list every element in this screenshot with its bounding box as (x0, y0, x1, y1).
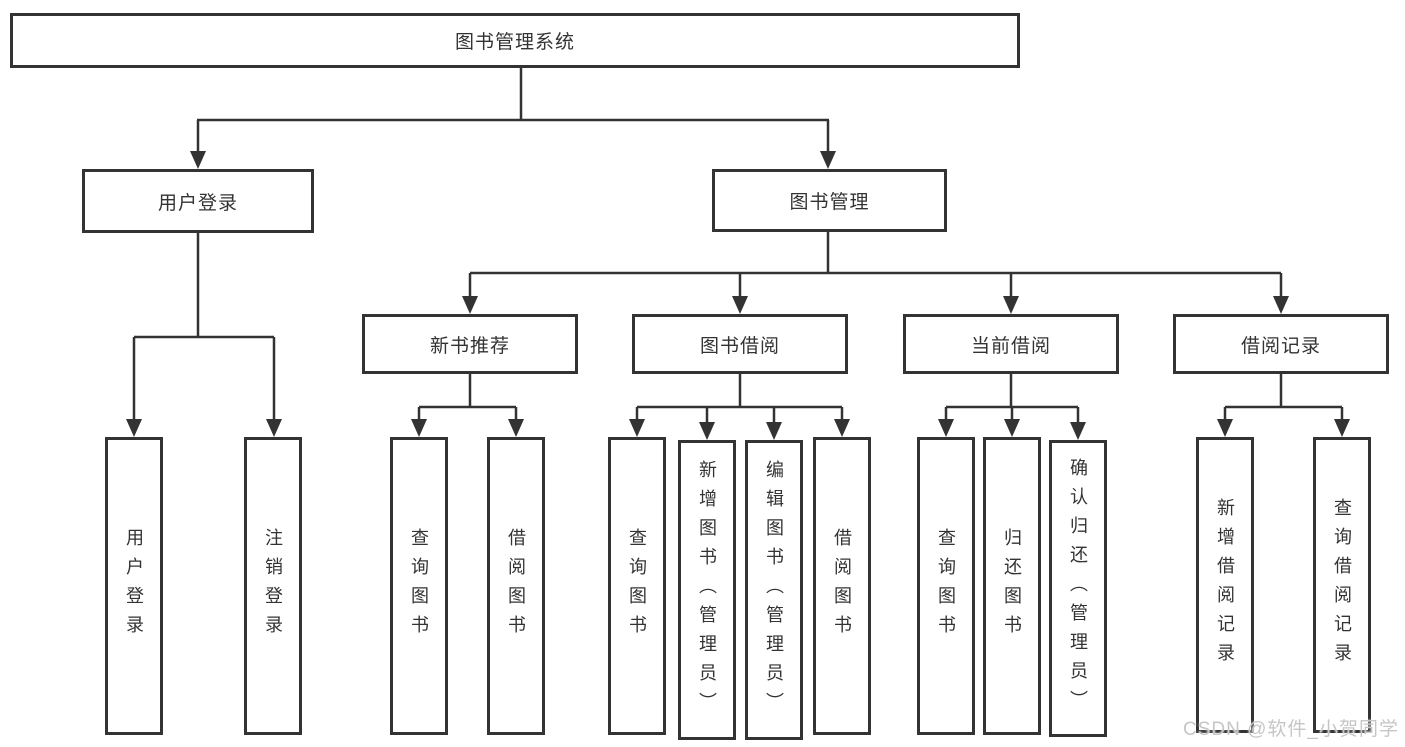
node-current-borrow-label: 当前借阅 (970, 335, 1051, 357)
node-current-borrow: 当前借阅 (903, 314, 1119, 374)
leaf-label: 归还图书 (1002, 528, 1022, 644)
leaf-user-login: 用户登录 (105, 437, 163, 735)
leaf-label: 用户登录 (124, 528, 144, 644)
node-book-borrow-label: 图书借阅 (699, 335, 780, 357)
leaf-borrow-books: 借阅图书 (813, 437, 871, 735)
leaf-label: 查询图书 (627, 528, 647, 644)
node-borrow-records-label: 借阅记录 (1240, 335, 1321, 357)
leaf-label: 新增借阅记录 (1215, 498, 1235, 672)
leaf-label: 查询借阅记录 (1332, 498, 1352, 672)
leaf-query-borrow-record: 查询借阅记录 (1313, 437, 1371, 733)
leaf-query-books-current: 查询图书 (917, 437, 975, 735)
leaf-label: 查询图书 (409, 528, 429, 644)
node-book-borrow: 图书借阅 (632, 314, 848, 374)
node-user-login: 用户登录 (82, 169, 314, 233)
node-root-label: 图书管理系统 (454, 32, 575, 53)
leaf-label: 借阅图书 (506, 528, 526, 644)
leaf-label: 编辑图书（管理员） (764, 459, 784, 721)
leaf-borrow-books-recommend: 借阅图书 (487, 437, 545, 735)
node-book-mgmt: 图书管理 (712, 169, 947, 232)
leaf-label: 新增图书（管理员） (697, 459, 717, 721)
leaf-return-books: 归还图书 (983, 437, 1041, 735)
leaf-logout: 注销登录 (244, 437, 302, 735)
leaf-add-borrow-record: 新增借阅记录 (1196, 437, 1254, 733)
leaf-label: 注销登录 (263, 528, 283, 644)
node-new-book-recommend: 新书推荐 (362, 314, 578, 374)
leaf-add-books-admin: 新增图书（管理员） (678, 440, 736, 740)
connector-segments (132, 68, 1344, 427)
csdn-watermark: CSDN @软件_小贺同学 (1183, 719, 1399, 740)
node-borrow-records: 借阅记录 (1173, 314, 1389, 374)
leaf-confirm-return-admin: 确认归还（管理员） (1049, 440, 1107, 737)
node-user-login-label: 用户登录 (157, 192, 238, 214)
leaf-edit-books-admin: 编辑图书（管理员） (745, 440, 803, 740)
leaf-label: 确认归还（管理员） (1068, 458, 1088, 719)
node-root: 图书管理系统 (10, 13, 1020, 68)
node-book-mgmt-label: 图书管理 (789, 192, 870, 213)
leaf-query-books-borrow: 查询图书 (608, 437, 666, 735)
leaf-label: 查询图书 (936, 528, 956, 644)
node-new-book-recommend-label: 新书推荐 (429, 335, 510, 357)
leaf-label: 借阅图书 (832, 528, 852, 644)
leaf-query-books-recommend: 查询图书 (390, 437, 448, 735)
